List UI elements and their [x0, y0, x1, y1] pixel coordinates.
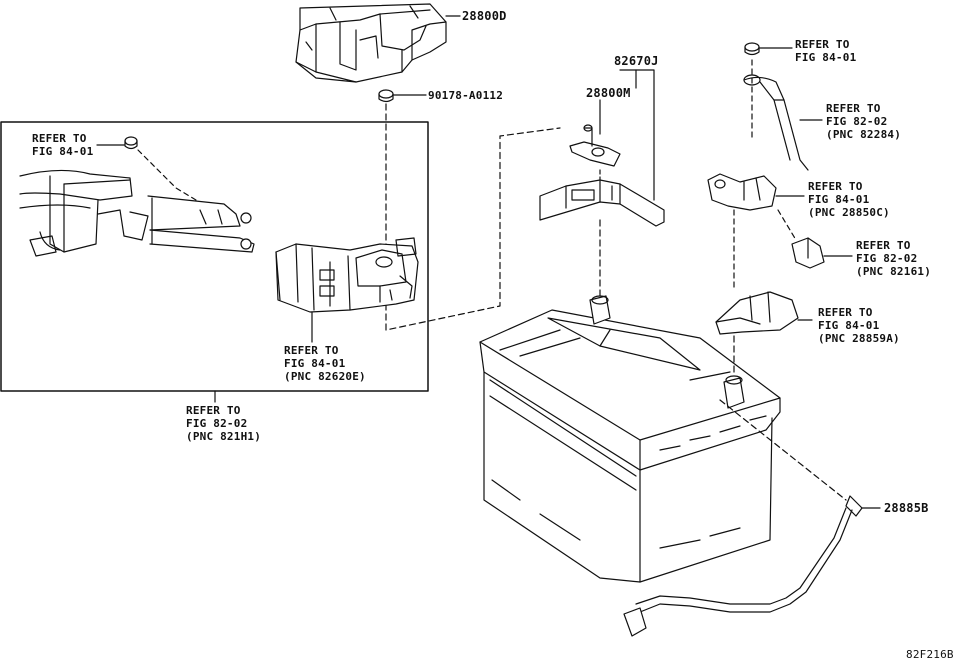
- bracket-28800d-illustration: [295, 3, 447, 83]
- refer-note-3-line3: (PNC 82284): [826, 128, 902, 141]
- refer-note-8-line2: FIG 82-02: [186, 417, 248, 430]
- refer-note-8-line1: REFER TO: [186, 404, 241, 417]
- refer-note-4-line1: REFER TO: [808, 180, 863, 193]
- sensor-28885b-illustration: [623, 495, 863, 637]
- refer-note-7: REFER TO FIG 84-01 (PNC 82620E): [284, 344, 366, 383]
- nut-90178-illustration: [378, 89, 394, 103]
- refer-note-4-line3: (PNC 28850C): [808, 206, 890, 219]
- refer-note-6: REFER TO FIG 84-01 (PNC 28859A): [818, 306, 900, 345]
- refer-note-1-line2: FIG 84-01: [32, 145, 94, 158]
- battery-illustration: [479, 295, 781, 583]
- terminal-28850c-illustration: [707, 173, 777, 211]
- refer-note-1-line1: REFER TO: [32, 132, 87, 145]
- part-number-28800m: 28800M: [586, 86, 631, 100]
- refer-note-6-line3: (PNC 28859A): [818, 332, 900, 345]
- refer-note-2-line1: REFER TO: [795, 38, 850, 51]
- terminal-28800m-illustration: [569, 124, 621, 167]
- refer-note-4: REFER TO FIG 84-01 (PNC 28850C): [808, 180, 890, 219]
- refer-note-4-line2: FIG 84-01: [808, 193, 870, 206]
- bracket-28859a-illustration: [715, 291, 799, 335]
- fusible-link-82161-illustration: [791, 237, 825, 269]
- refer-note-3-line2: FIG 82-02: [826, 115, 888, 128]
- refer-note-5-line2: FIG 82-02: [856, 252, 918, 265]
- refer-note-6-line2: FIG 84-01: [818, 319, 880, 332]
- part-number-90178: 90178-A0112: [428, 89, 504, 102]
- refer-note-3: REFER TO FIG 82-02 (PNC 82284): [826, 102, 901, 141]
- refer-note-7-line3: (PNC 82620E): [284, 370, 366, 383]
- part-number-28800d: 28800D: [462, 9, 507, 23]
- refer-note-1: REFER TO FIG 84-01: [32, 132, 93, 158]
- refer-note-8-line3: (PNC 821H1): [186, 430, 262, 443]
- refer-note-2: REFER TO FIG 84-01: [795, 38, 856, 64]
- refer-note-5-line3: (PNC 82161): [856, 265, 932, 278]
- part-number-82670j: 82670J: [614, 54, 659, 68]
- cable-82284-illustration: [743, 74, 809, 171]
- fuse-block-illustration: [275, 237, 419, 313]
- nut-right-top-illustration: [744, 42, 760, 56]
- wire-harness-illustration: [19, 169, 255, 257]
- part-number-28885b: 28885B: [884, 501, 929, 515]
- nut-refer-illustration: [124, 136, 138, 150]
- refer-note-5-line1: REFER TO: [856, 239, 911, 252]
- refer-note-7-line1: REFER TO: [284, 344, 339, 357]
- bracket-82670j-illustration: [539, 179, 665, 227]
- refer-note-2-line2: FIG 84-01: [795, 51, 857, 64]
- refer-note-6-line1: REFER TO: [818, 306, 873, 319]
- refer-note-3-line1: REFER TO: [826, 102, 881, 115]
- diagram-id: 82F216B: [906, 648, 954, 661]
- refer-note-5: REFER TO FIG 82-02 (PNC 82161): [856, 239, 931, 278]
- refer-note-8: REFER TO FIG 82-02 (PNC 821H1): [186, 404, 261, 443]
- refer-note-7-line2: FIG 84-01: [284, 357, 346, 370]
